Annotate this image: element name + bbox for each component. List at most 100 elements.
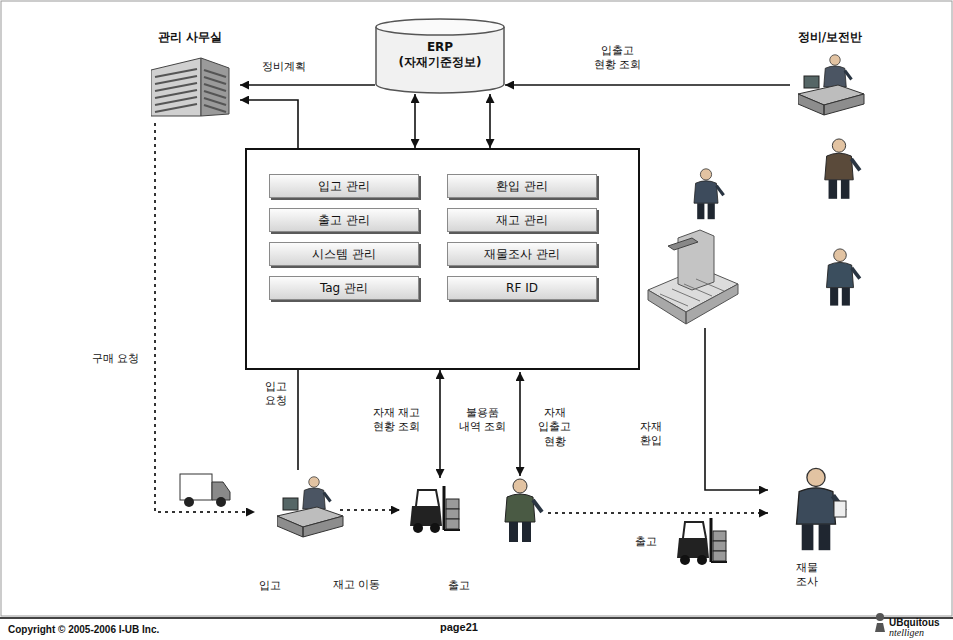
node-label: 관리 사무실 — [158, 30, 222, 45]
node-icon — [790, 467, 870, 559]
inbound-node: 입고 — [255, 470, 340, 595]
flow-label: 자재 환입 — [640, 420, 665, 449]
body — [303, 488, 326, 509]
window-row — [155, 90, 197, 98]
node-icon — [151, 50, 231, 142]
body — [825, 153, 854, 180]
edge-label: 자재 재고 현황 조회 — [370, 406, 423, 435]
arrow-connector — [489, 94, 491, 148]
crate — [713, 541, 726, 551]
menu-button: 출고 관리 — [269, 208, 419, 232]
menu-button: Tag 관리 — [269, 276, 419, 300]
leg — [802, 524, 814, 550]
menu-button: RF ID — [447, 276, 597, 300]
flow-dotted — [548, 512, 768, 514]
worker-figure — [825, 139, 860, 199]
crate — [713, 551, 726, 561]
leg — [842, 288, 850, 306]
arm — [845, 71, 852, 80]
button-label: 입고 관리 — [318, 179, 370, 194]
database-cylinder: ERP (자재기준정보) — [375, 18, 505, 94]
crate — [446, 519, 459, 529]
menu-button: 환입 관리 — [447, 174, 597, 198]
button-label: 출고 관리 — [318, 213, 370, 228]
dotted-flow — [155, 123, 255, 512]
arm — [851, 159, 860, 170]
forklift-icon — [677, 518, 727, 565]
window-row — [204, 77, 226, 84]
office-node: 관리 사무실 — [140, 26, 240, 123]
node-label: 정비/보전반 — [798, 30, 862, 45]
outbound-node: 출고 — [635, 518, 730, 566]
node-icon — [671, 518, 751, 610]
edge-label: 입출고 현황 조회 — [590, 44, 645, 73]
edge-label: 정비계획 — [262, 60, 306, 74]
node-icon — [277, 474, 357, 566]
slot — [660, 294, 688, 306]
wheel — [697, 555, 707, 565]
arrow-connector — [240, 84, 375, 86]
truck-icon — [180, 474, 230, 507]
desk-side — [798, 94, 864, 115]
logo-head — [876, 613, 884, 621]
arm — [324, 493, 331, 502]
return-arrow — [705, 328, 768, 490]
leg — [509, 522, 518, 542]
node-label: 출고 — [635, 535, 657, 549]
head — [309, 477, 320, 488]
flow-label: 불용품 내역 조회 — [458, 406, 508, 435]
copyright-note: Copyright © 2005-2006 I-UB Inc. — [8, 623, 159, 636]
worker-figure — [694, 169, 724, 219]
button-label: 환입 관리 — [496, 179, 548, 194]
head — [668, 238, 698, 250]
wheel — [680, 555, 690, 565]
head — [513, 479, 527, 493]
dotted-flow — [340, 509, 400, 511]
slot — [684, 284, 712, 296]
head — [700, 169, 711, 180]
footer-rule — [0, 617, 953, 619]
body — [694, 181, 718, 203]
head — [834, 249, 847, 262]
window-row — [204, 91, 226, 98]
logo-mark — [875, 613, 885, 632]
node-label: 출고 — [448, 579, 470, 593]
button-label: RF ID — [506, 281, 538, 296]
monitor — [804, 76, 819, 88]
cab — [416, 490, 439, 506]
head — [807, 468, 825, 486]
cylinder-top — [376, 19, 504, 35]
window-row — [155, 104, 197, 112]
crate — [713, 531, 726, 541]
desk-figure — [277, 477, 343, 537]
node-icon — [798, 52, 878, 144]
arm — [533, 500, 542, 512]
button-label: 시스템 관리 — [312, 247, 376, 262]
arrow-connector — [505, 84, 790, 86]
menu-button: 재물조사 관리 — [447, 242, 597, 266]
wheel — [413, 523, 423, 533]
node-label: ERP (자재기준정보) — [391, 40, 489, 70]
body — [797, 488, 836, 524]
body — [827, 262, 854, 287]
desk-figure — [798, 55, 864, 115]
body — [677, 538, 709, 558]
edge-label: 구매 요청 — [92, 352, 140, 366]
cargo — [180, 474, 212, 500]
wheel — [184, 497, 194, 507]
window-row — [204, 84, 226, 91]
node-label: 재물 조사 — [796, 561, 822, 589]
wheel — [216, 497, 226, 507]
leg — [522, 522, 531, 542]
crate — [446, 499, 459, 509]
arrow-connector — [414, 94, 416, 148]
arm — [716, 186, 723, 196]
machine-icon — [648, 230, 738, 324]
monitor — [283, 498, 298, 510]
page-frame — [1, 1, 952, 616]
window-row — [155, 97, 197, 105]
body — [824, 66, 847, 87]
window-row — [155, 69, 197, 77]
